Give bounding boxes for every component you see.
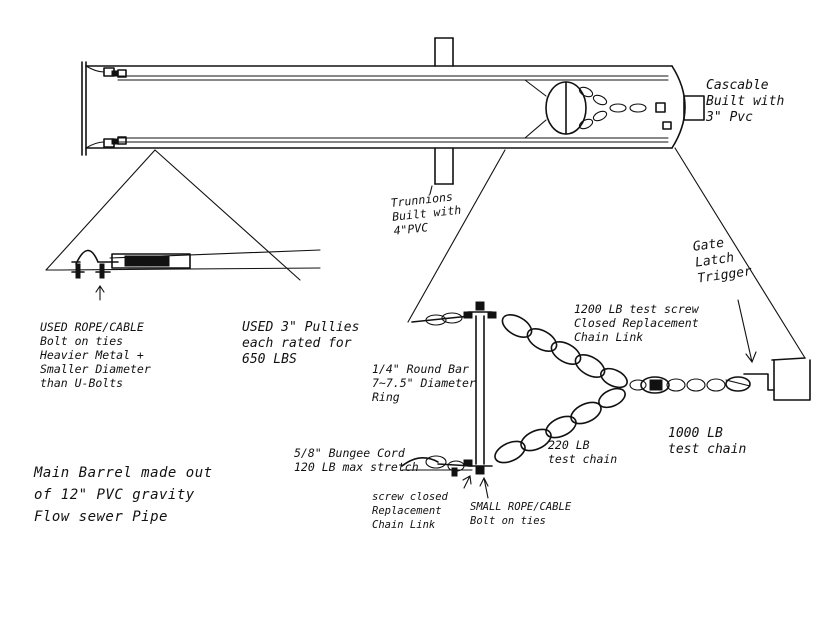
cascable xyxy=(683,95,705,121)
pulley-detail xyxy=(45,249,321,301)
trunnion xyxy=(434,37,454,185)
pointer-lines xyxy=(45,147,806,359)
main-barrel xyxy=(81,61,686,156)
chain-assembly xyxy=(401,299,811,499)
barrel-ring-assembly xyxy=(524,79,672,139)
